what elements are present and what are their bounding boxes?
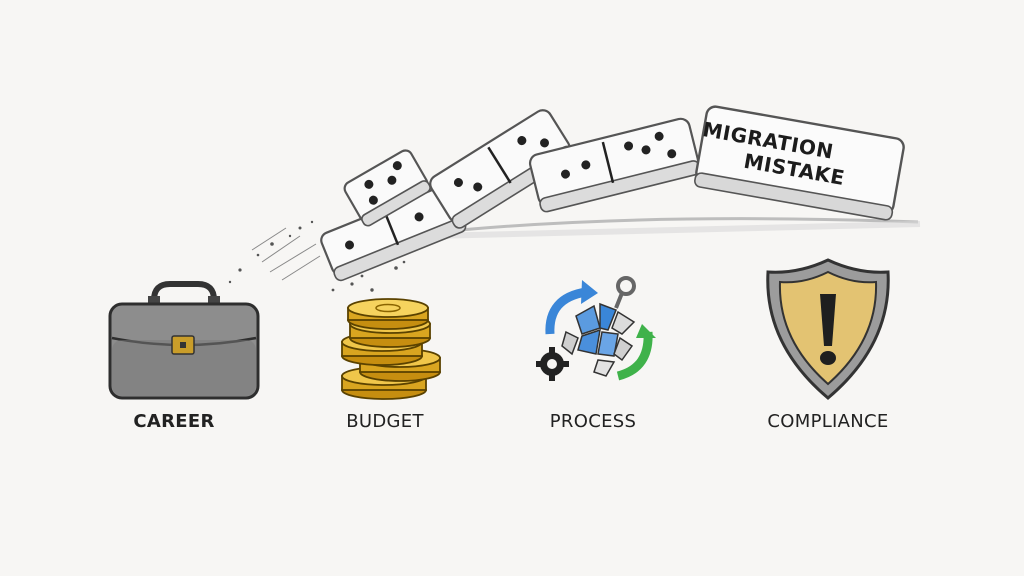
broken-process-icon <box>536 276 656 381</box>
caption-process: PROCESS <box>549 411 637 432</box>
coin-stack-icon <box>341 298 441 400</box>
domino-1 <box>320 184 467 282</box>
caption-budget: BUDGET <box>346 411 424 432</box>
briefcase-icon <box>108 281 260 400</box>
domino-2 <box>343 149 431 227</box>
caption-career: CAREER <box>133 411 215 432</box>
migration-mistake-domino <box>694 105 905 221</box>
shelf-line <box>439 217 919 234</box>
motion-lines <box>251 227 321 281</box>
caption-compliance: COMPLIANCE <box>767 411 889 432</box>
domino-4 <box>528 117 701 213</box>
warning-shield-icon <box>766 258 890 400</box>
